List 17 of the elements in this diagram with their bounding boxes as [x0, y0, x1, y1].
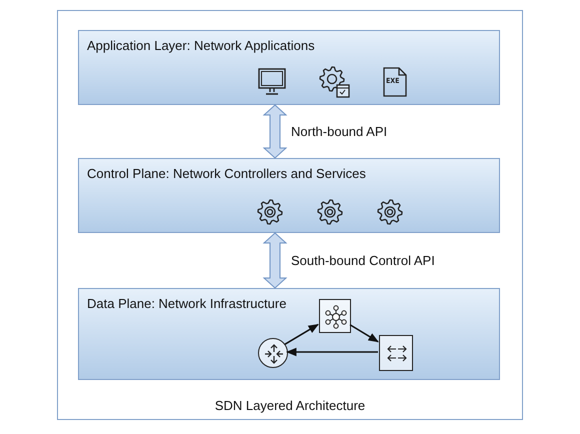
layer-panel [78, 288, 500, 380]
device-node [379, 335, 413, 371]
layer-title: Data Plane: Network Infrastructure [87, 295, 286, 313]
arrow [286, 348, 378, 356]
arrow [284, 324, 319, 345]
double-block-arrow [262, 232, 288, 289]
edge-label: North-bound API [291, 124, 388, 138]
double-block-arrow [262, 104, 288, 159]
caption: SDN Layered Architecture [214, 397, 366, 415]
layer-title: Control Plane: Network Controllers and Services [87, 165, 366, 183]
arrow [350, 324, 379, 342]
layer-panel [78, 158, 500, 233]
device-node [319, 299, 351, 333]
layer-panel [78, 30, 500, 105]
edge-label: South-bound Control API [291, 254, 435, 266]
router-node [258, 338, 288, 368]
layer-title: Application Layer: Network Applications [87, 37, 315, 55]
